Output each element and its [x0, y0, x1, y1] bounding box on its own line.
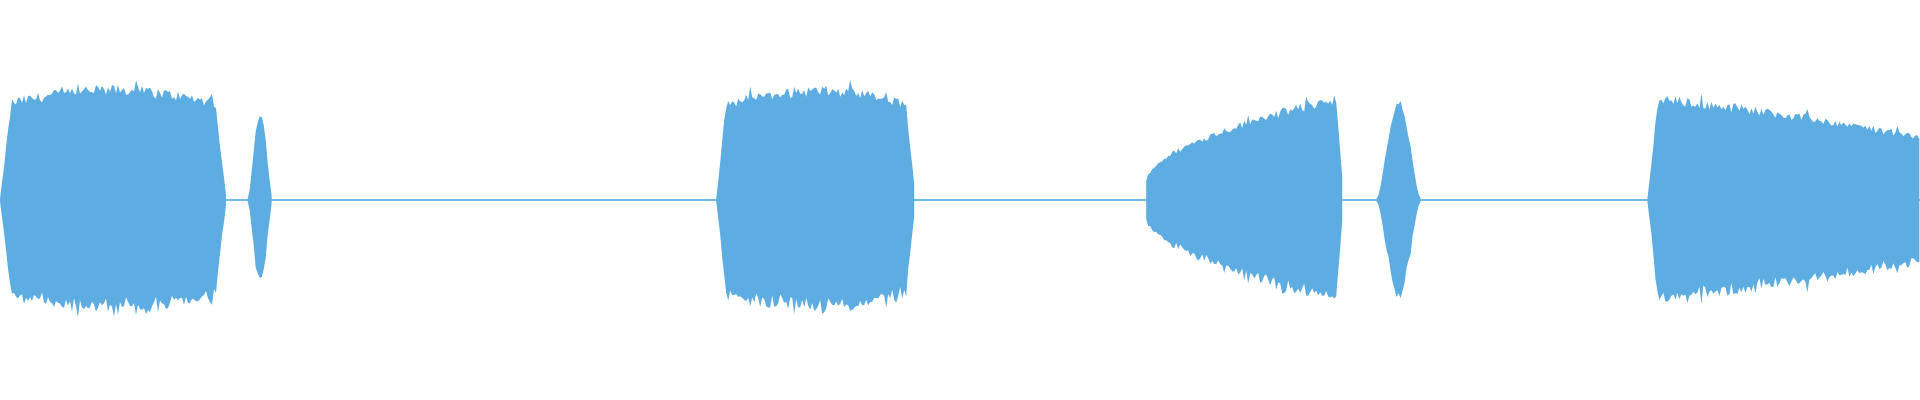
silence-baseline — [0, 199, 1920, 201]
waveform-blip-2 — [1376, 100, 1421, 299]
waveform-burst-4 — [1647, 93, 1920, 305]
waveform-segments — [0, 79, 1920, 318]
waveform-blip-1 — [247, 116, 272, 278]
waveform-burst-1 — [0, 80, 226, 318]
waveform-burst-2 — [716, 79, 915, 315]
waveform-burst-3 — [1146, 95, 1343, 299]
